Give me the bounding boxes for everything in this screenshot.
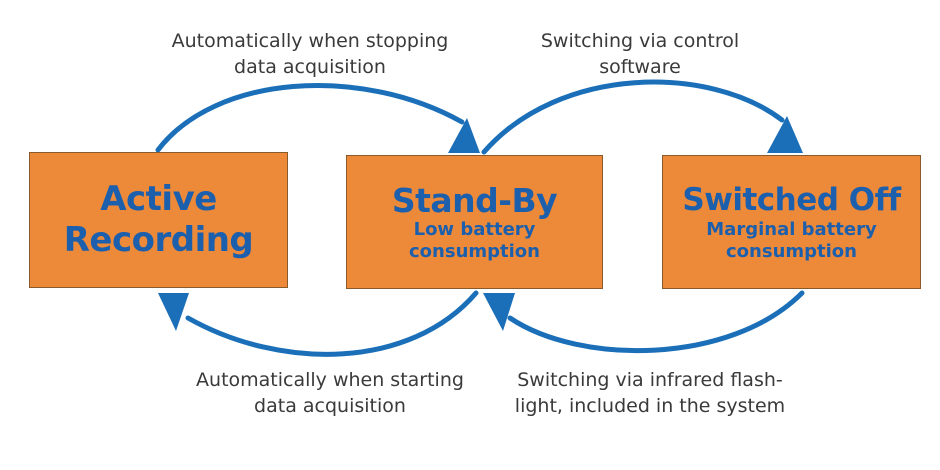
state-standby-title: Stand-By	[391, 180, 558, 220]
arrow-standby-to-active	[185, 290, 479, 357]
label-standby-to-active: Automatically when starting data acquisi…	[165, 367, 495, 419]
state-standby-sub-line2: consumption	[409, 240, 540, 262]
label-off-to-standby: Switching via infrared flash- light, inc…	[480, 367, 820, 419]
state-standby: Stand-By Low battery consumption	[346, 155, 603, 289]
label-standby-to-off-line1: Switching via control	[540, 30, 740, 52]
state-off-sub-line1: Marginal battery	[706, 218, 877, 240]
arrowhead-off-to-standby	[483, 293, 515, 331]
label-standby-to-off-line2: software	[599, 56, 681, 78]
label-off-to-standby-line1: Switching via infrared flash-	[517, 369, 783, 391]
arrow-active-to-standby	[155, 82, 465, 153]
state-standby-sub-line1: Low battery	[413, 218, 536, 240]
label-standby-to-off: Switching via control software	[500, 28, 780, 80]
arrowhead-active-to-standby	[448, 118, 480, 153]
arrow-off-to-standby	[507, 290, 805, 354]
arrowhead-standby-to-active	[158, 293, 189, 331]
label-off-to-standby-line2: light, included in the system	[514, 395, 786, 417]
state-off-title: Switched Off	[682, 181, 901, 218]
state-active-title-line1: Active	[100, 179, 217, 219]
state-switched-off: Switched Off Marginal battery consumptio…	[662, 155, 921, 289]
state-active-recording: Active Recording	[29, 152, 288, 288]
arrow-standby-to-off	[481, 79, 785, 155]
state-active-title-line2: Recording	[63, 220, 254, 260]
arrowhead-standby-to-off	[767, 116, 803, 153]
state-off-sub-line2: consumption	[726, 240, 857, 262]
label-active-to-standby-line2: data acquisition	[234, 56, 386, 78]
label-standby-to-active-line2: data acquisition	[254, 395, 406, 417]
label-standby-to-active-line1: Automatically when starting	[196, 369, 464, 391]
label-active-to-standby-line1: Automatically when stopping	[171, 30, 449, 52]
label-active-to-standby: Automatically when stopping data acquisi…	[140, 28, 480, 80]
